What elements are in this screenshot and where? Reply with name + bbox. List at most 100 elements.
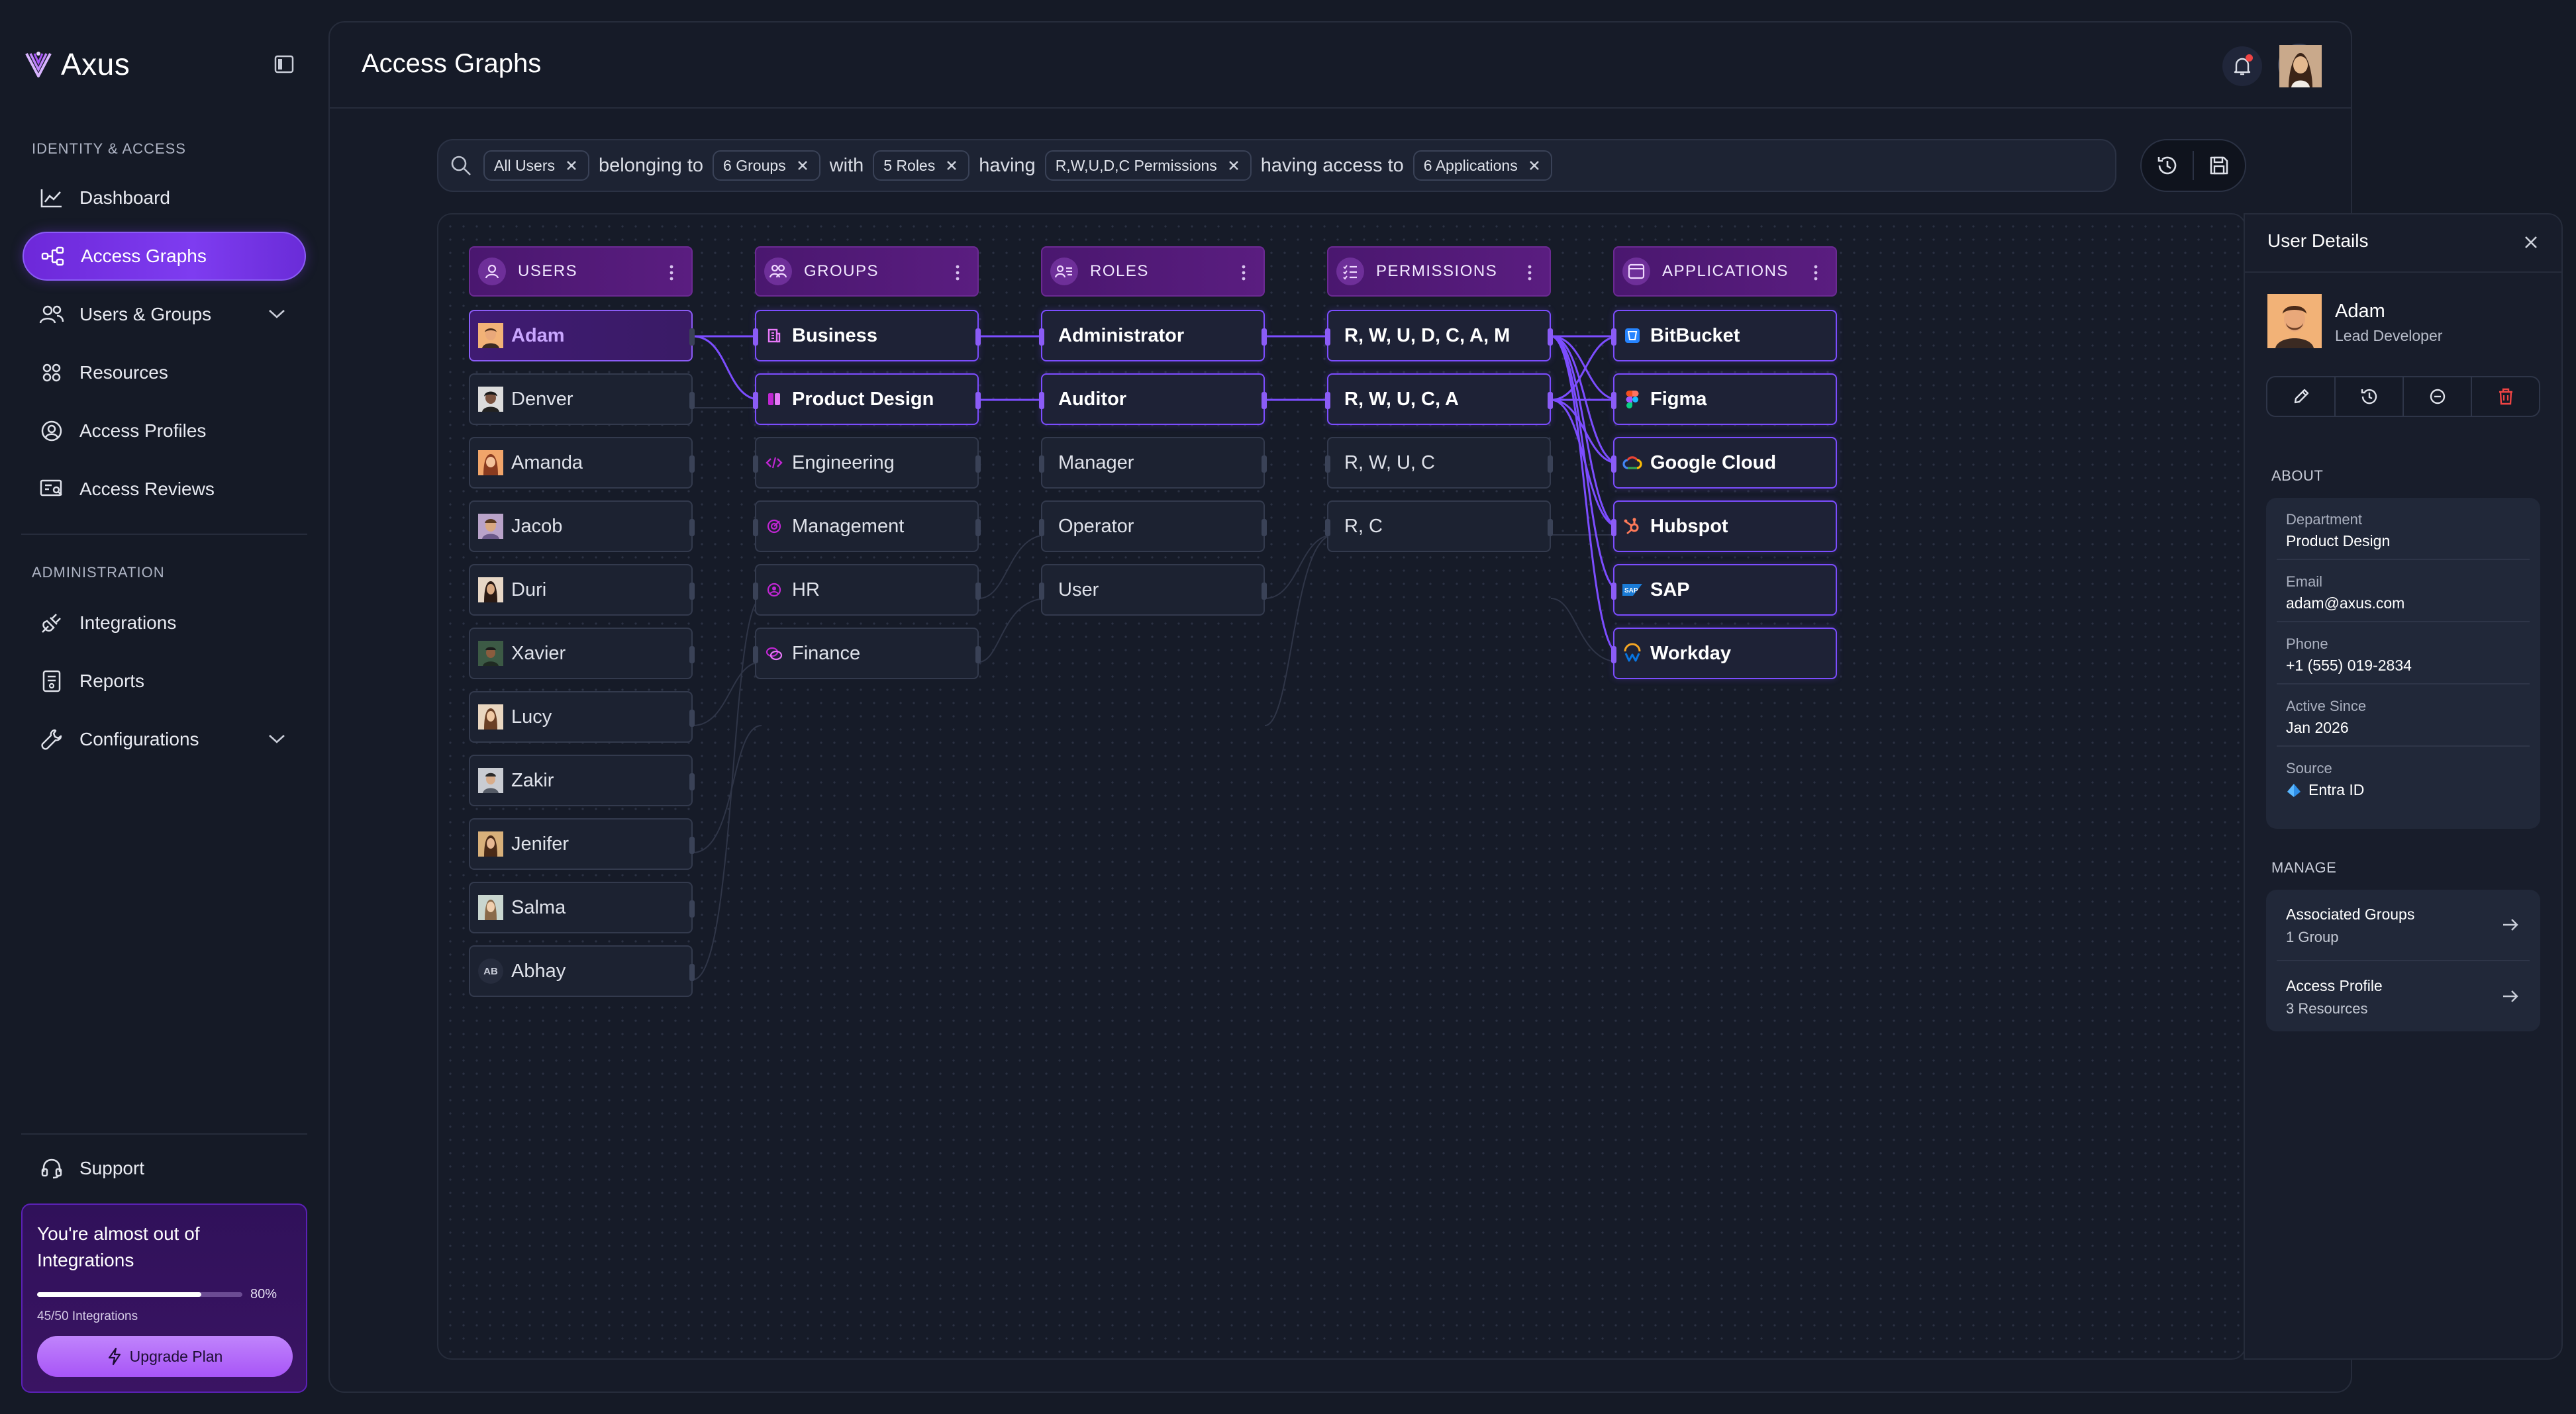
- group-node-hr[interactable]: HR: [753, 564, 981, 616]
- sidebar-item-access-profiles[interactable]: Access Profiles: [23, 406, 306, 455]
- user-history-button[interactable]: [2336, 377, 2404, 416]
- column-header-permissions[interactable]: PERMISSIONS: [1327, 246, 1551, 297]
- user-avatar[interactable]: [2278, 44, 2322, 87]
- filter-chip-groups[interactable]: 6 Groups: [713, 150, 820, 181]
- connector-handle[interactable]: [1548, 519, 1553, 536]
- filter-query-bar[interactable]: All Users belonging to 6 Groups with 5 R…: [437, 139, 2116, 192]
- close-icon[interactable]: [562, 156, 581, 175]
- kebab-menu-icon[interactable]: [1519, 262, 1540, 283]
- connector-handle[interactable]: [1039, 519, 1044, 536]
- group-node-finance[interactable]: Finance: [753, 628, 981, 679]
- connector-handle[interactable]: [753, 328, 758, 346]
- connector-handle[interactable]: [753, 519, 758, 536]
- permission-node-rc[interactable]: R, C: [1325, 500, 1553, 552]
- connector-handle[interactable]: [1262, 583, 1267, 600]
- sidebar-item-resources[interactable]: Resources: [23, 348, 306, 397]
- history-button[interactable]: [2142, 140, 2193, 191]
- connector-handle[interactable]: [1611, 646, 1616, 663]
- close-icon[interactable]: [942, 156, 962, 175]
- sidebar-item-users-groups[interactable]: Users & Groups: [23, 290, 306, 339]
- permission-node-rwuc[interactable]: R, W, U, C: [1325, 437, 1553, 489]
- connector-handle[interactable]: [1325, 392, 1330, 409]
- sidebar-toggle-button[interactable]: [272, 52, 297, 77]
- user-node-adam[interactable]: Adam: [469, 310, 695, 361]
- about-value[interactable]: adam@axus.com: [2286, 594, 2530, 612]
- disable-user-button[interactable]: [2404, 377, 2472, 416]
- access-graph-canvas[interactable]: USERS GROUPS ROLES PERMISSIONS APPLICATI…: [437, 213, 2246, 1360]
- delete-user-button[interactable]: [2472, 377, 2539, 416]
- chevron-down-icon[interactable]: [268, 306, 286, 321]
- edit-user-button[interactable]: [2267, 377, 2336, 416]
- connector-handle[interactable]: [1611, 519, 1616, 536]
- user-node-jacob[interactable]: Jacob: [469, 500, 695, 552]
- connector-handle[interactable]: [753, 583, 758, 600]
- role-node-auditor[interactable]: Auditor: [1039, 373, 1267, 425]
- user-node-xavier[interactable]: Xavier: [469, 628, 695, 679]
- connector-handle[interactable]: [1611, 455, 1616, 473]
- kebab-menu-icon[interactable]: [947, 262, 968, 283]
- access-profile-link[interactable]: Access Profile 3 Resources: [2266, 961, 2540, 1030]
- connector-handle[interactable]: [1611, 328, 1616, 346]
- connector-handle[interactable]: [689, 773, 695, 790]
- close-icon[interactable]: [1524, 156, 1544, 175]
- sidebar-item-integrations[interactable]: Integrations: [23, 598, 306, 647]
- connector-handle[interactable]: [1548, 392, 1553, 409]
- connector-handle[interactable]: [1039, 583, 1044, 600]
- permission-node-rwudcam[interactable]: R, W, U, D, C, A, M: [1325, 310, 1553, 361]
- connector-handle[interactable]: [689, 646, 695, 663]
- group-node-business[interactable]: Business: [753, 310, 981, 361]
- email-value[interactable]: adam@axus.com: [2286, 594, 2405, 612]
- role-node-manager[interactable]: Manager: [1039, 437, 1267, 489]
- connector-handle[interactable]: [689, 964, 695, 981]
- connector-handle[interactable]: [689, 583, 695, 600]
- connector-handle[interactable]: [689, 328, 695, 346]
- app-node-google-cloud[interactable]: Google Cloud: [1611, 437, 1837, 489]
- permission-node-rwuca[interactable]: R, W, U, C, A: [1325, 373, 1553, 425]
- kebab-menu-icon[interactable]: [1805, 262, 1826, 283]
- connector-handle[interactable]: [1262, 519, 1267, 536]
- group-node-product-design[interactable]: Product Design: [753, 373, 981, 425]
- column-header-roles[interactable]: ROLES: [1041, 246, 1265, 297]
- filter-chip-applications[interactable]: 6 Applications: [1412, 150, 1552, 181]
- role-node-operator[interactable]: Operator: [1039, 500, 1267, 552]
- group-node-management[interactable]: Management: [753, 500, 981, 552]
- filter-chip-users[interactable]: All Users: [483, 150, 590, 181]
- connector-handle[interactable]: [1039, 328, 1044, 346]
- connector-handle[interactable]: [753, 455, 758, 473]
- sidebar-item-reports[interactable]: Reports: [23, 657, 306, 706]
- user-node-duri[interactable]: Duri: [469, 564, 695, 616]
- connector-handle[interactable]: [689, 710, 695, 727]
- user-node-salma[interactable]: Salma: [469, 882, 695, 933]
- connector-handle[interactable]: [689, 455, 695, 473]
- column-header-users[interactable]: USERS: [469, 246, 693, 297]
- connector-handle[interactable]: [1325, 328, 1330, 346]
- kebab-menu-icon[interactable]: [661, 262, 682, 283]
- connector-handle[interactable]: [1611, 392, 1616, 409]
- upgrade-plan-button[interactable]: Upgrade Plan: [37, 1336, 293, 1377]
- notifications-button[interactable]: [2222, 46, 2262, 86]
- connector-handle[interactable]: [689, 900, 695, 918]
- user-node-jenifer[interactable]: Jenifer: [469, 818, 695, 870]
- app-node-hubspot[interactable]: Hubspot: [1611, 500, 1837, 552]
- sidebar-item-access-reviews[interactable]: Access Reviews: [23, 465, 306, 514]
- sidebar-item-configurations[interactable]: Configurations: [23, 715, 306, 764]
- connector-handle[interactable]: [1548, 455, 1553, 473]
- app-node-workday[interactable]: Workday: [1611, 628, 1837, 679]
- connector-handle[interactable]: [753, 392, 758, 409]
- connector-handle[interactable]: [689, 837, 695, 854]
- user-node-zakir[interactable]: Zakir: [469, 755, 695, 806]
- connector-handle[interactable]: [689, 392, 695, 409]
- user-node-abhay[interactable]: AB Abhay: [469, 945, 695, 997]
- connector-handle[interactable]: [1548, 328, 1553, 346]
- close-icon[interactable]: [1224, 156, 1244, 175]
- sidebar-item-dashboard[interactable]: Dashboard: [23, 173, 306, 222]
- connector-handle[interactable]: [1611, 583, 1616, 600]
- close-details-button[interactable]: [2520, 232, 2542, 253]
- connector-handle[interactable]: [753, 646, 758, 663]
- close-icon[interactable]: [793, 156, 813, 175]
- connector-handle[interactable]: [975, 519, 981, 536]
- connector-handle[interactable]: [1325, 455, 1330, 473]
- group-node-engineering[interactable]: Engineering: [753, 437, 981, 489]
- save-button[interactable]: [2194, 140, 2245, 191]
- connector-handle[interactable]: [975, 392, 981, 409]
